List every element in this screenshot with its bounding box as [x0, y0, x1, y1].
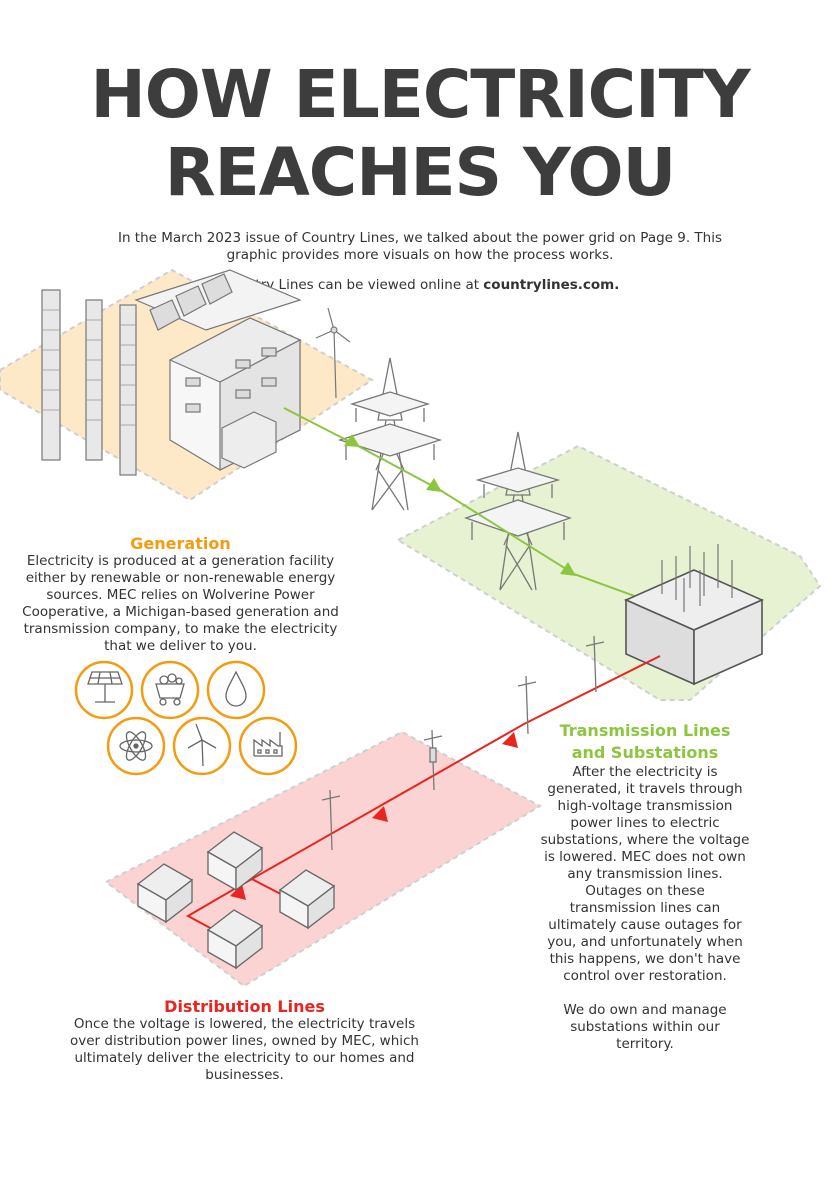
houses [136, 831, 336, 970]
transmission-heading-line-2: and Substations [571, 743, 719, 762]
transmission-arrow-2 [426, 478, 442, 492]
house-3 [278, 869, 336, 930]
intro-paragraph-2: Country Lines can be viewed online at co… [95, 277, 745, 294]
solar-panel-icon [74, 660, 134, 720]
energy-source-icons [74, 660, 298, 776]
intro-paragraph-1: In the March 2023 issue of Country Lines… [117, 230, 723, 263]
substation [624, 544, 764, 686]
intro-prefix: Country Lines can be viewed online at [220, 277, 484, 293]
title-line-1: HOW ELECTRICITY [90, 56, 751, 133]
wind-turbine [315, 307, 351, 399]
distribution-poles [321, 635, 605, 851]
distribution-arrow-2 [372, 806, 388, 822]
website-link[interactable]: countrylines.com. [483, 277, 620, 293]
transmission-section: Transmission Lines and Substations After… [540, 720, 750, 1053]
distribution-arrow-1 [502, 732, 518, 748]
wind-turbine-icon [172, 716, 232, 776]
intro-text: In the March 2023 issue of Country Lines… [95, 230, 745, 307]
transmission-text: After the electricity is generated, it t… [540, 764, 750, 984]
house-2 [136, 863, 194, 924]
transmission-text-2: We do own and manage substations within … [563, 1002, 727, 1052]
oil-drop-icon [206, 660, 266, 720]
transmission-tower-2 [464, 431, 572, 591]
transmission-arrow-3 [560, 562, 576, 576]
transmission-arrow-1 [344, 434, 360, 447]
distribution-arrow-3 [230, 884, 246, 900]
power-plant [41, 269, 302, 476]
atom-icon [106, 716, 166, 776]
transmission-heading-line-1: Transmission Lines [559, 721, 731, 740]
house-4 [206, 909, 264, 970]
factory-icon [238, 716, 298, 776]
generation-section: Generation Electricity is produced at a … [18, 534, 343, 655]
page-title: HOW ELECTRICITY REACHES YOU [0, 56, 840, 212]
transmission-zone [395, 444, 822, 701]
transmission-heading: Transmission Lines and Substations [540, 720, 750, 764]
distribution-heading: Distribution Lines [164, 997, 325, 1016]
transmission-line [283, 407, 641, 599]
generation-heading: Generation [130, 534, 231, 553]
house-1 [206, 831, 264, 892]
transmission-tower-1 [337, 357, 443, 511]
distribution-text: Once the voltage is lowered, the electri… [69, 1016, 419, 1083]
coal-cart-icon [140, 660, 200, 720]
title-line-2: REACHES YOU [164, 134, 676, 211]
generation-text: Electricity is produced at a generation … [22, 553, 339, 654]
distribution-section: Distribution Lines Once the voltage is l… [62, 997, 427, 1084]
distribution-zone [104, 730, 543, 988]
